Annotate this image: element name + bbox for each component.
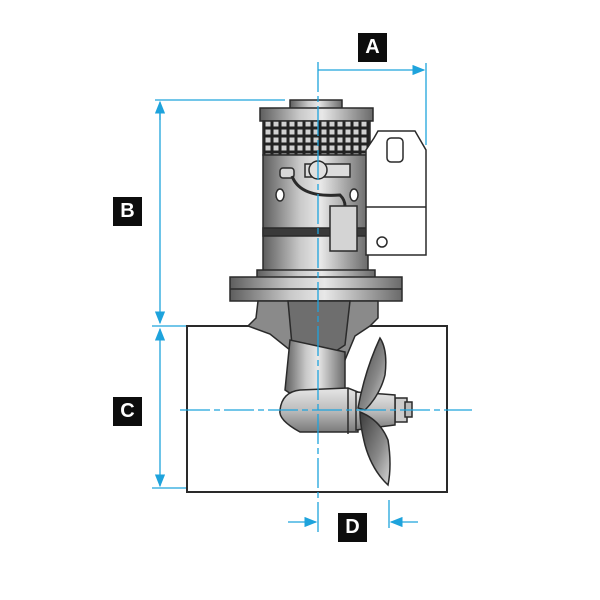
dimension-label-a: A: [358, 33, 387, 62]
dimension-label-c: C: [113, 397, 142, 426]
propeller-blade: [359, 410, 391, 487]
dimension-lines: [152, 62, 472, 532]
dimension-label-b: B: [113, 197, 142, 226]
motor-assembly: [229, 99, 427, 401]
propeller-blade: [357, 336, 387, 411]
dimension-label-d: D: [338, 513, 367, 542]
